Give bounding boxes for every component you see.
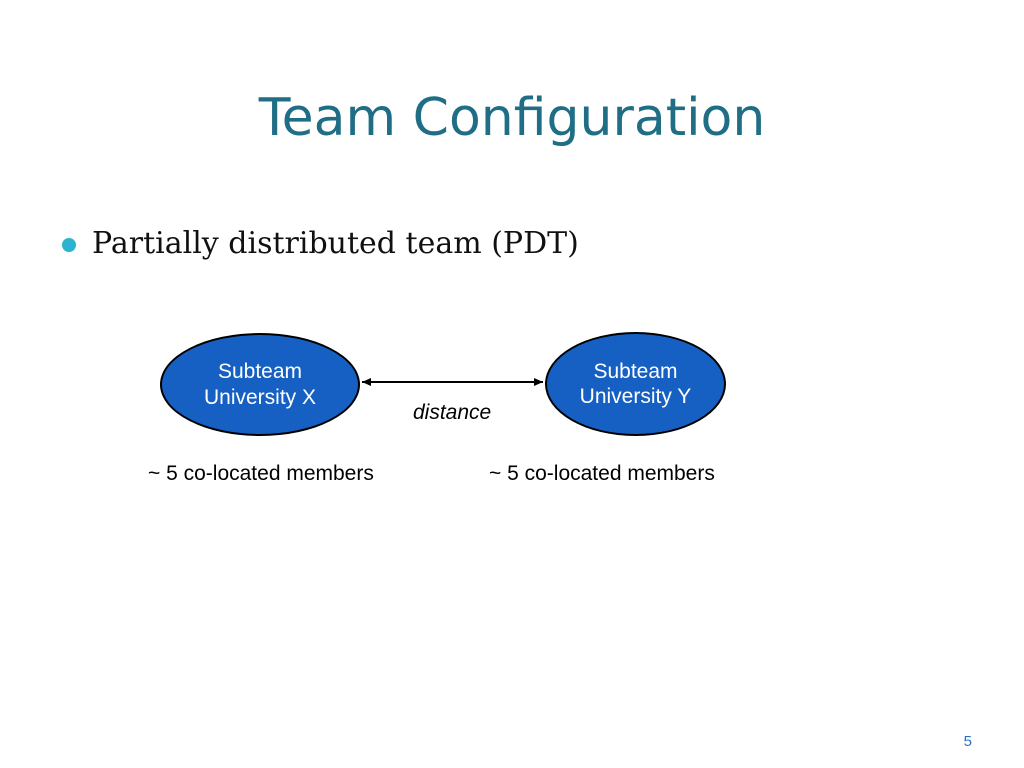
bullet-dot-icon	[62, 237, 76, 252]
subteam-x-line1: Subteam	[217, 360, 303, 384]
subteam-x-members: ~ 5 co-located members	[148, 462, 374, 485]
subteam-y-members: ~ 5 co-located members	[489, 462, 715, 485]
page-number: 5	[963, 733, 972, 750]
bullet-text: Partially distributed team (PDT)	[92, 226, 579, 261]
subteam-y-node: Subteam University Y	[545, 332, 726, 436]
subteam-y-line2: University Y	[579, 385, 692, 408]
subteam-x-node: Subteam University X	[160, 333, 360, 436]
slide-title: Team Configuration	[258, 88, 766, 148]
bullet-item: Partially distributed team (PDT)	[62, 226, 579, 261]
subteam-x-line2: University X	[203, 385, 317, 409]
distance-label: distance	[413, 401, 492, 424]
subteam-y-line1: Subteam	[593, 359, 678, 383]
